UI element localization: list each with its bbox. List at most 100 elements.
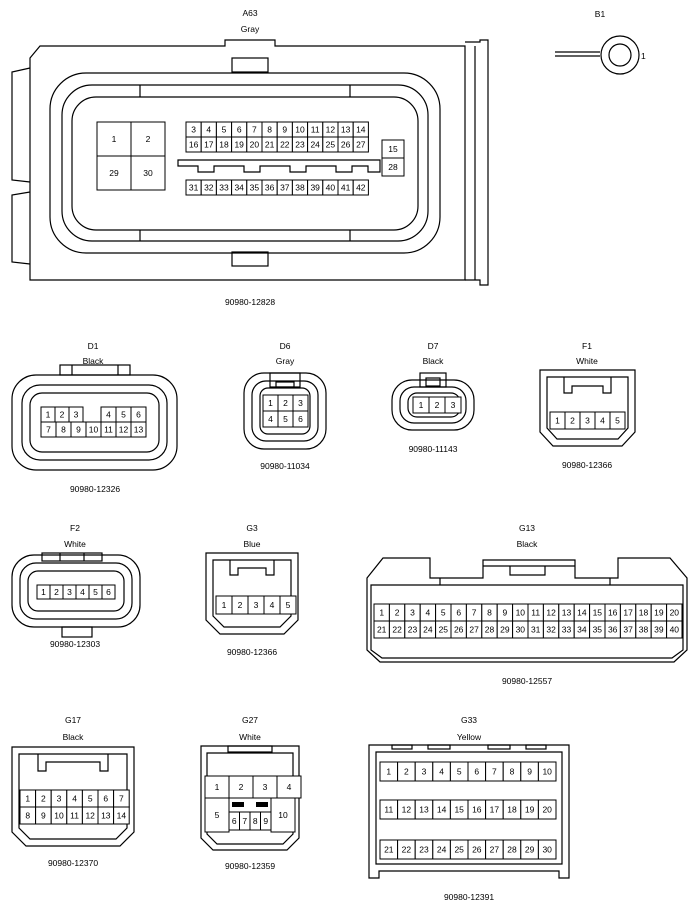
- a63-pin-label: 23: [295, 140, 305, 150]
- d1-pin: 8: [55, 421, 72, 438]
- g33-pin-label: 24: [437, 845, 447, 855]
- a63-pin: 31: [185, 179, 202, 196]
- g13-id: G13: [519, 523, 535, 533]
- f2-color: White: [64, 539, 86, 549]
- g33-pin-label: 12: [402, 805, 412, 815]
- g17-pin-label: 10: [54, 811, 64, 821]
- a63-pin-label: 19: [234, 140, 244, 150]
- a63-pin: 5: [215, 121, 233, 138]
- a63-pin: 15: [381, 139, 405, 159]
- g33-pin-label: 23: [419, 845, 429, 855]
- g13-pin-label: 29: [500, 625, 510, 635]
- g13-pin-label: 15: [593, 608, 603, 618]
- g13-pin: 9: [496, 603, 514, 622]
- g33-pin: 9: [520, 761, 539, 782]
- g33-pin: 27: [485, 839, 504, 860]
- g13-pin: 20: [666, 603, 683, 622]
- f1-pin-label: 2: [570, 416, 575, 426]
- g13-pin: 27: [465, 620, 483, 639]
- g13-pin: 35: [589, 620, 606, 639]
- g33-pin: 21: [379, 839, 399, 860]
- g17-pin-label: 6: [103, 794, 108, 804]
- g33-pin-label: 4: [439, 767, 444, 777]
- g13-pin: 38: [635, 620, 652, 639]
- d1-pin-label: 4: [106, 410, 111, 420]
- d1-pin: 7: [40, 421, 57, 438]
- a63-pin-label: 13: [341, 125, 351, 135]
- g13-pin: 32: [542, 620, 560, 639]
- a63-pin: 16: [185, 136, 202, 153]
- a63-pin-label: 11: [311, 125, 320, 135]
- g3-pin-label: 2: [238, 600, 243, 610]
- a63-pin: 28: [381, 157, 405, 177]
- g13-pin: 18: [635, 603, 652, 622]
- g13-pin-label: 20: [670, 608, 680, 618]
- g3-pin: 2: [231, 595, 249, 615]
- g27-pin: 2: [228, 775, 254, 799]
- g33-pin: 16: [467, 799, 487, 820]
- d1-pin: 1: [40, 406, 56, 423]
- g13-pin-label: 25: [439, 625, 449, 635]
- d7-pin-label: 1: [419, 400, 424, 410]
- a63-pin-label: 9: [282, 125, 287, 135]
- d1-pin: 10: [85, 421, 102, 438]
- g13-pin-label: 12: [546, 608, 556, 618]
- a63-part-number: 90980-12828: [225, 297, 275, 307]
- g13-pin-label: 18: [639, 608, 649, 618]
- g17-pin: 5: [81, 789, 99, 808]
- g3-pin-label: 4: [270, 600, 275, 610]
- a63-pin: 11: [307, 121, 324, 138]
- f1-pin-label: 1: [555, 416, 560, 426]
- g33-pin: 6: [467, 761, 487, 782]
- g13-pin-label: 27: [469, 625, 479, 635]
- g13-pin-label: 11: [531, 608, 540, 618]
- g33-pin-label: 14: [437, 805, 447, 815]
- g13-pin: 3: [404, 603, 421, 622]
- a63-pin-label: 8: [267, 125, 272, 135]
- g3-pin-label: 1: [222, 600, 227, 610]
- g13-pin-label: 2: [395, 608, 400, 618]
- g3-part-number: 90980-12366: [227, 647, 277, 657]
- a63-pin: 17: [200, 136, 217, 153]
- d6-part-number: 90980-11034: [260, 461, 310, 471]
- g33-pin: 7: [485, 761, 504, 782]
- g33-pin-label: 10: [542, 767, 552, 777]
- a63-pin-label: 15: [388, 144, 398, 154]
- g27-pin: 4: [276, 775, 302, 799]
- a63-color: Gray: [241, 24, 260, 34]
- d6-pin-label: 3: [298, 398, 303, 408]
- f1-pin-label: 4: [600, 416, 605, 426]
- g13-pin: 16: [604, 603, 621, 622]
- g13-pin: 6: [450, 603, 467, 622]
- d1-pin: 3: [68, 406, 84, 423]
- a63-pin-label: 39: [310, 183, 320, 193]
- g17-pin-label: 9: [41, 811, 46, 821]
- g33-pin: 24: [432, 839, 451, 860]
- g13-pin-label: 31: [531, 625, 541, 635]
- g13-pin: 2: [388, 603, 406, 622]
- a63-pin: 20: [246, 136, 263, 153]
- g33-pin-label: 19: [525, 805, 535, 815]
- g27-pin: 6: [228, 811, 240, 831]
- g17-pin: 2: [35, 789, 52, 808]
- g13-pin-label: 34: [577, 625, 587, 635]
- g33-pin-label: 8: [510, 767, 515, 777]
- f1-pin: 1: [549, 411, 566, 430]
- g33-pin: 26: [467, 839, 487, 860]
- f2-pin: 6: [101, 584, 116, 600]
- g13-part-number: 90980-12557: [502, 676, 552, 686]
- a63-pin-label: 30: [143, 168, 153, 178]
- g13-pin-label: 10: [516, 608, 526, 618]
- g13-pin-label: 16: [608, 608, 618, 618]
- g27-pin-label: 5: [215, 810, 220, 820]
- g33-pin-label: 21: [384, 845, 394, 855]
- g17-part-number: 90980-12370: [48, 858, 98, 868]
- a63-pin: 7: [246, 121, 263, 138]
- a63-pin: 38: [291, 179, 309, 196]
- d1-pin-label: 5: [121, 410, 126, 420]
- a63-pin-label: 3: [191, 125, 196, 135]
- d1-id: D1: [88, 341, 99, 351]
- d1-pin-label: 10: [89, 425, 99, 435]
